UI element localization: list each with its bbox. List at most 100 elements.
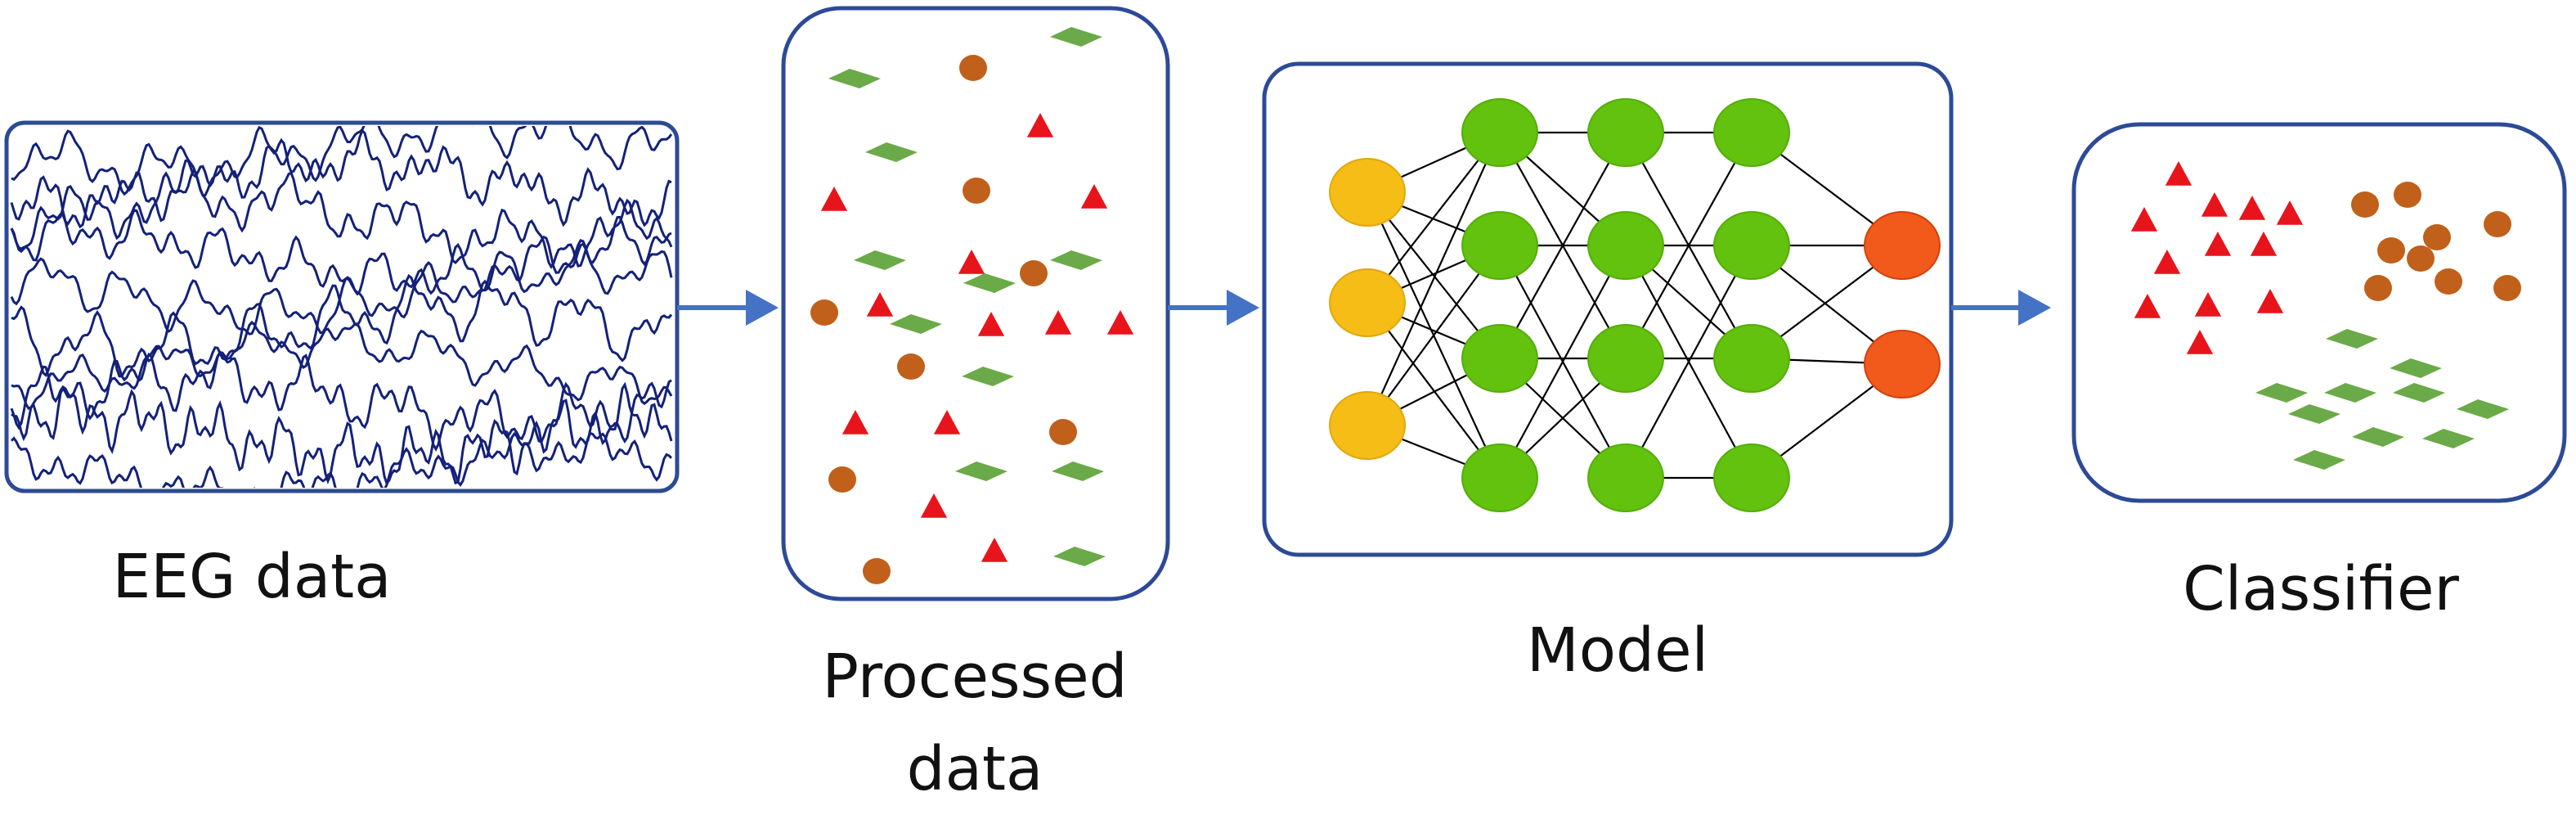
circle-marker-icon — [828, 466, 856, 493]
triangle-marker-icon — [841, 410, 869, 435]
eeg-trace-line — [11, 381, 673, 486]
arrow-right-icon — [677, 290, 779, 326]
output-node — [1864, 330, 1941, 398]
eeg-trace-line — [10, 431, 673, 488]
triangle-marker-icon — [2276, 200, 2304, 225]
processed-stage: Processed data — [781, 6, 1170, 804]
diamond-marker-icon — [865, 142, 918, 162]
triangle-marker-icon — [1106, 310, 1134, 335]
hidden-node — [1587, 211, 1664, 280]
diamond-marker-icon — [1050, 27, 1102, 47]
diamond-marker-icon — [2326, 329, 2378, 349]
network-nodes — [1329, 98, 1941, 512]
triangle-marker-icon — [2238, 196, 2266, 220]
processed-label-line-2: data — [907, 734, 1043, 804]
triangle-marker-icon — [2204, 232, 2232, 256]
circle-marker-icon — [897, 353, 925, 380]
classifier-points — [2130, 161, 2521, 470]
circle-marker-icon — [2351, 191, 2379, 218]
classifier-panel — [2071, 122, 2567, 503]
triangle-marker-icon — [920, 493, 948, 518]
diamond-marker-icon — [2293, 450, 2345, 470]
diamond-marker-icon — [1053, 547, 1106, 566]
eeg-traces — [10, 126, 673, 488]
output-node — [1864, 211, 1941, 280]
network-edge — [1367, 302, 1501, 479]
diamond-marker-icon — [2390, 358, 2442, 378]
network-edge — [1625, 245, 1752, 479]
classifier-stage: Classifier — [2071, 122, 2567, 624]
hidden-node — [1587, 324, 1664, 393]
triangle-marker-icon — [1080, 184, 1108, 209]
hidden-node — [1461, 444, 1538, 512]
hidden-node — [1587, 444, 1664, 512]
triangle-marker-icon — [1026, 113, 1054, 137]
input-node — [1329, 391, 1406, 460]
triangle-marker-icon — [2153, 250, 2181, 274]
circle-marker-icon — [2377, 237, 2405, 263]
triangle-marker-icon — [866, 292, 894, 317]
hidden-node — [1461, 211, 1538, 280]
diamond-marker-icon — [962, 367, 1014, 386]
circle-marker-icon — [1049, 419, 1077, 445]
eeg-trace-line — [11, 320, 673, 410]
input-node — [1329, 268, 1406, 337]
model-stage: Model — [1262, 61, 1954, 686]
hidden-node — [1461, 324, 1538, 393]
diamond-marker-icon — [854, 250, 906, 270]
triangle-marker-icon — [820, 187, 848, 211]
triangle-marker-icon — [2256, 289, 2284, 313]
processed-panel — [781, 6, 1170, 601]
eeg-trace-line — [10, 208, 672, 296]
circle-marker-icon — [1020, 260, 1048, 286]
processed-points — [810, 27, 1134, 584]
hidden-node — [1713, 211, 1790, 280]
circle-marker-icon — [959, 55, 987, 81]
circle-marker-icon — [810, 299, 838, 326]
model-label: Model — [1527, 615, 1708, 686]
eeg-trace-line — [10, 128, 672, 229]
triangle-marker-icon — [1044, 310, 1072, 335]
network-edge — [1499, 132, 1627, 359]
eeg-trace-line — [10, 349, 672, 452]
triangle-marker-icon — [958, 250, 985, 274]
network-edge — [1367, 245, 1501, 426]
diamond-marker-icon — [828, 69, 881, 88]
eeg-stage: EEG data — [4, 120, 680, 612]
circle-marker-icon — [863, 558, 891, 584]
hidden-node — [1587, 98, 1664, 167]
processed-label-line-1: Processed — [822, 642, 1127, 712]
network-edge — [1625, 132, 1752, 359]
eeg-label: EEG data — [112, 542, 391, 612]
diamond-marker-icon — [2324, 383, 2376, 403]
circle-marker-icon — [2423, 224, 2451, 250]
network-edge — [1366, 132, 1501, 426]
circle-marker-icon — [2435, 268, 2462, 295]
triangle-marker-icon — [2165, 161, 2192, 186]
diamond-marker-icon — [1052, 462, 1104, 481]
circle-marker-icon — [2484, 211, 2511, 237]
eeg-trace-line — [10, 238, 673, 335]
hidden-node — [1713, 98, 1790, 167]
diamond-marker-icon — [1050, 250, 1102, 270]
diamond-marker-icon — [2255, 383, 2308, 403]
triangle-marker-icon — [2250, 232, 2278, 256]
circle-marker-icon — [2394, 182, 2421, 208]
eeg-trace-line — [11, 126, 673, 197]
hidden-node — [1713, 444, 1790, 512]
diamond-marker-icon — [963, 273, 1016, 293]
triangle-marker-icon — [981, 538, 1008, 562]
diamond-marker-icon — [2422, 429, 2475, 448]
hidden-node — [1713, 324, 1790, 393]
diamond-marker-icon — [2352, 427, 2404, 447]
circle-marker-icon — [2407, 245, 2435, 272]
triangle-marker-icon — [933, 410, 961, 435]
eeg-trace-line — [10, 169, 673, 269]
arrow-right-icon — [1951, 290, 2051, 326]
diamond-marker-icon — [2393, 383, 2445, 403]
diamond-marker-icon — [2288, 404, 2340, 424]
network-edge — [1367, 132, 1501, 304]
diamond-marker-icon — [2457, 399, 2509, 419]
circle-marker-icon — [963, 178, 990, 204]
